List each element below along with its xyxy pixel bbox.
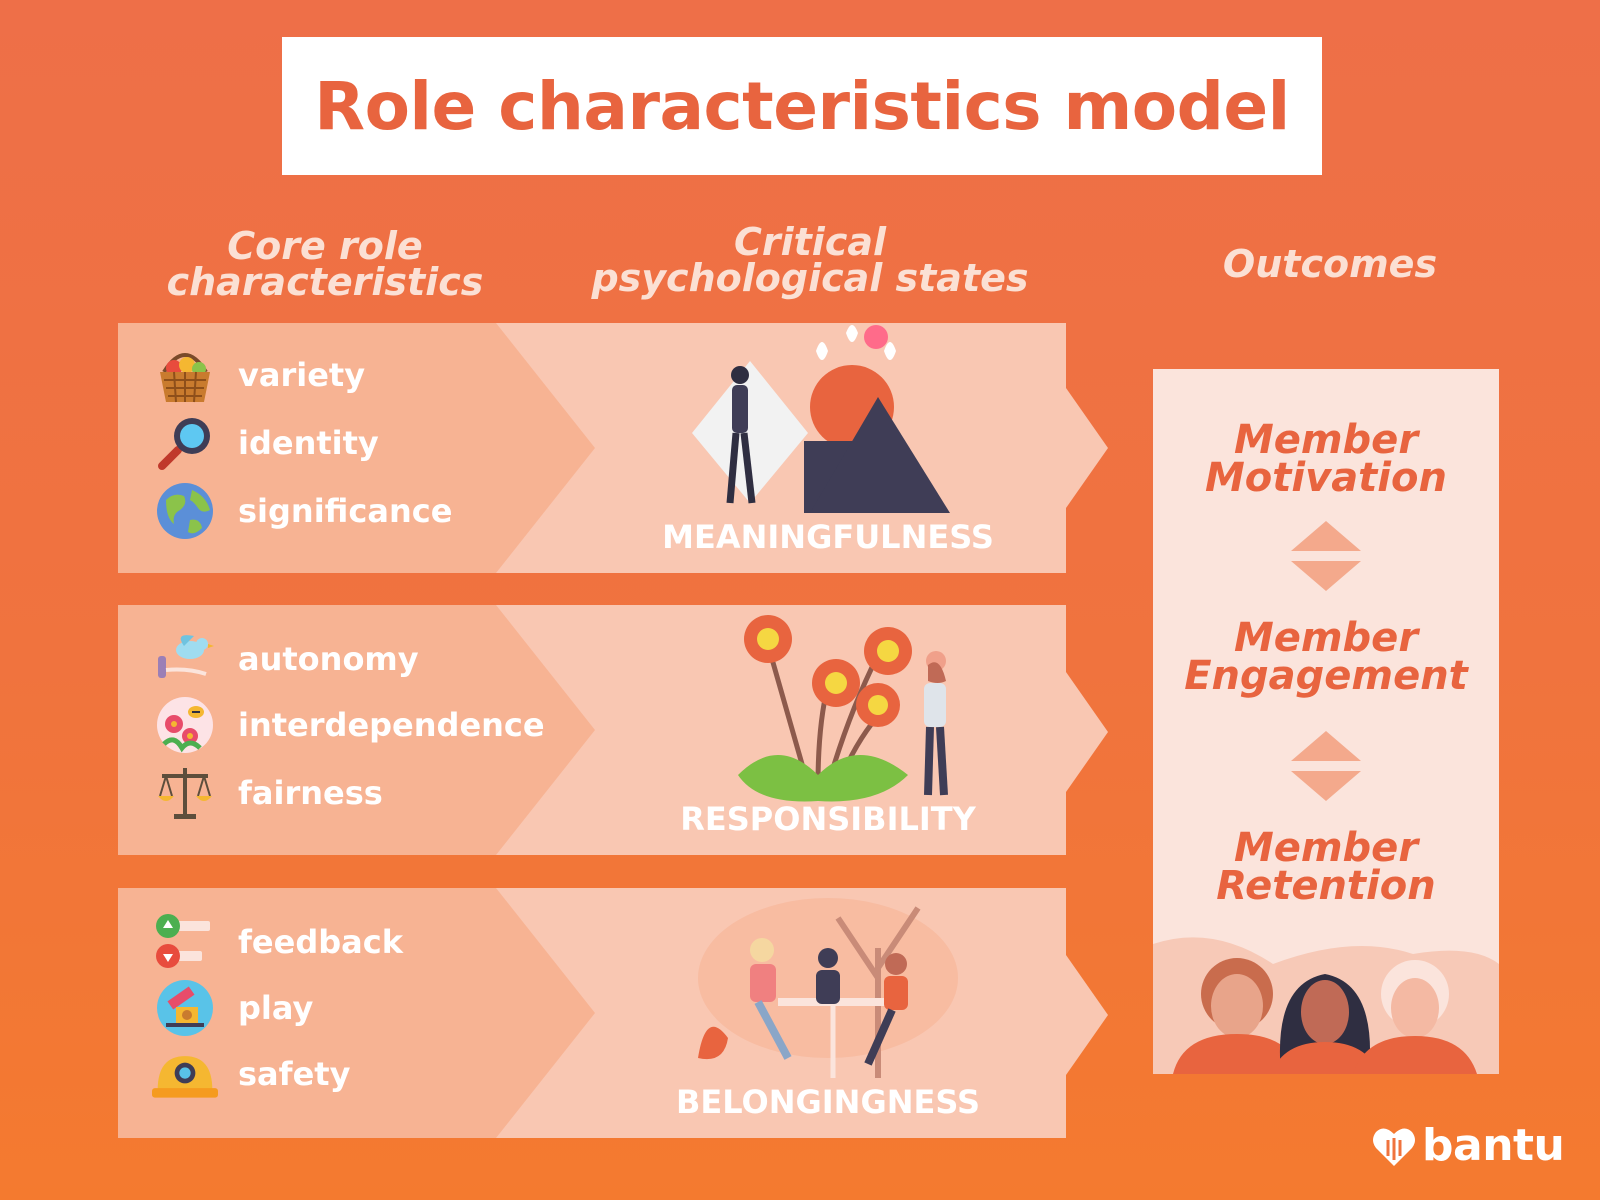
outcome-retention: Member Retention: [1216, 825, 1436, 909]
characteristic-label: fairness: [238, 774, 383, 812]
characteristic-variety: variety: [152, 343, 365, 407]
characteristic-play: play: [152, 976, 313, 1040]
page-title: Role characteristics model: [314, 67, 1290, 145]
row-belongingness: feedback play safety: [118, 888, 1066, 1138]
row-responsibility: autonomy interdependence: [118, 605, 1066, 855]
row-background: [118, 605, 1066, 855]
arrow-right-icon: [1066, 955, 1108, 1075]
arrow-right-icon: [1066, 388, 1108, 508]
header-core-characteristics: Core role characteristics: [166, 224, 484, 304]
characteristic-label: significance: [238, 492, 453, 530]
flower-bee-icon: [152, 693, 218, 757]
characteristic-label: play: [238, 989, 314, 1027]
outcome-engagement: Member Engagement: [1184, 615, 1468, 699]
state-label: MEANINGFULNESS: [662, 518, 994, 556]
magnifier-icon: [152, 411, 218, 475]
characteristic-label: variety: [238, 356, 366, 394]
arrow-right-icon: [1066, 672, 1108, 792]
responsibility-illustration: [738, 615, 948, 802]
characteristic-label: feedback: [238, 923, 403, 961]
state-label: RESPONSIBILITY: [680, 800, 976, 838]
bird-icon: [152, 627, 218, 691]
bantu-logo: bantu: [1370, 1120, 1565, 1171]
bantu-logo-icon: [1373, 1127, 1415, 1166]
title-box: Role characteristics model: [282, 37, 1322, 175]
state-label: BELONGINGNESS: [676, 1083, 980, 1121]
characteristic-label: identity: [238, 424, 379, 462]
outcome-motivation: Member Motivation: [1205, 417, 1447, 501]
globe-icon: [152, 479, 218, 543]
characteristic-label: safety: [238, 1055, 351, 1093]
helmet-icon: [152, 1042, 218, 1106]
characteristic-label: autonomy: [238, 640, 419, 678]
characteristic-feedback: feedback: [152, 910, 403, 974]
people-illustration: [1153, 937, 1499, 1074]
characteristic-interdependence: interdependence: [152, 693, 545, 757]
scales-icon: [152, 761, 218, 825]
belongingness-illustration: [698, 898, 958, 1078]
characteristic-fairness: fairness: [152, 761, 383, 825]
outcomes-panel: Member Motivation Member Engagement Memb…: [1153, 369, 1499, 1074]
double-arrow-icon: [1291, 521, 1361, 591]
feedback-icon: [152, 910, 218, 974]
characteristic-significance: significance: [152, 479, 452, 543]
basket-icon: [152, 343, 218, 407]
characteristic-identity: identity: [152, 411, 379, 475]
header-critical-states: Critical psychological states: [591, 220, 1029, 300]
row-meaningfulness: variety identity significance: [118, 323, 1066, 573]
header-outcomes: Outcomes: [1222, 242, 1438, 286]
double-arrow-icon: [1291, 731, 1361, 801]
characteristic-label: interdependence: [238, 706, 545, 744]
meaningfulness-illustration: [692, 325, 950, 513]
characteristic-autonomy: autonomy: [152, 627, 419, 691]
bantu-logo-text: bantu: [1422, 1120, 1565, 1171]
characteristic-safety: safety: [152, 1042, 350, 1106]
play-icon: [152, 976, 218, 1040]
